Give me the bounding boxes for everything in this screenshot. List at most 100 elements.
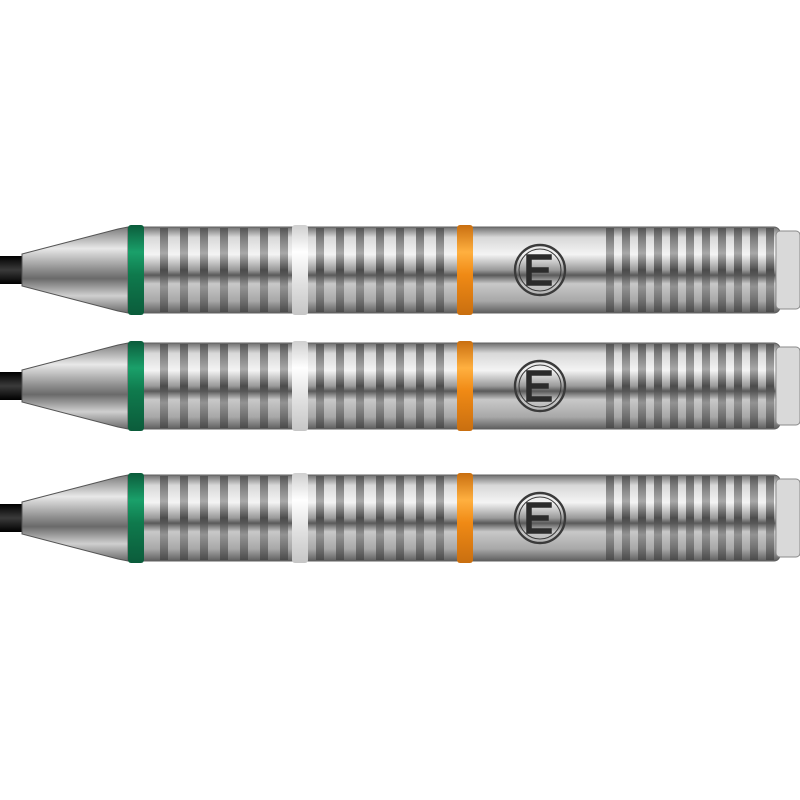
barrel-groove xyxy=(670,476,678,560)
barrel-groove xyxy=(396,476,404,560)
barrel-groove xyxy=(356,476,364,560)
barrel-groove xyxy=(606,476,614,560)
green-ring xyxy=(128,225,144,315)
barrel-groove xyxy=(654,476,662,560)
barrel-groove xyxy=(718,476,726,560)
barrel-groove xyxy=(766,344,774,428)
barrel-groove xyxy=(260,476,268,560)
barrel-groove xyxy=(160,344,168,428)
barrel-groove xyxy=(160,228,168,312)
barrel-groove xyxy=(718,344,726,428)
barrel-rear xyxy=(775,230,800,310)
dart-point xyxy=(0,256,24,284)
barrel-groove xyxy=(702,476,710,560)
barrel-groove xyxy=(280,228,288,312)
barrel-nose xyxy=(21,474,129,562)
barrel-groove xyxy=(734,476,742,560)
barrel-groove xyxy=(180,228,188,312)
barrel-groove xyxy=(416,476,424,560)
barrel-groove xyxy=(654,228,662,312)
white-ring xyxy=(292,225,308,315)
barrel-groove xyxy=(280,476,288,560)
white-ring xyxy=(292,473,308,563)
barrel-groove xyxy=(654,344,662,428)
barrel-groove xyxy=(750,344,758,428)
dart-barrel xyxy=(0,473,800,563)
barrel-nose xyxy=(21,342,129,430)
barrel-groove xyxy=(622,228,630,312)
green-ring xyxy=(128,473,144,563)
barrel-groove xyxy=(240,344,248,428)
dart-barrel xyxy=(0,341,800,431)
barrel-groove xyxy=(670,344,678,428)
barrel-groove xyxy=(734,228,742,312)
barrel-groove xyxy=(766,228,774,312)
orange-ring xyxy=(457,341,473,431)
barrel-groove xyxy=(316,228,324,312)
barrel-groove xyxy=(240,476,248,560)
barrel-rear xyxy=(775,478,800,558)
barrel-groove xyxy=(686,344,694,428)
barrel-groove xyxy=(200,344,208,428)
barrel-groove xyxy=(260,344,268,428)
barrel-groove xyxy=(220,344,228,428)
barrel-rear xyxy=(775,346,800,426)
barrel-groove xyxy=(336,228,344,312)
barrel-groove xyxy=(436,228,444,312)
barrel-groove xyxy=(240,228,248,312)
circular-e-logo-icon xyxy=(513,491,567,545)
barrel-groove xyxy=(606,344,614,428)
barrel-groove xyxy=(750,476,758,560)
barrel-groove xyxy=(220,228,228,312)
barrel-groove xyxy=(638,228,646,312)
barrel-groove xyxy=(416,228,424,312)
circular-e-logo-icon xyxy=(513,243,567,297)
orange-ring xyxy=(457,473,473,563)
barrel-groove xyxy=(356,228,364,312)
dart-barrel xyxy=(0,225,800,315)
barrel-groove xyxy=(436,476,444,560)
barrel-groove xyxy=(718,228,726,312)
barrel-groove xyxy=(180,344,188,428)
barrel-groove xyxy=(436,344,444,428)
barrel-groove xyxy=(316,476,324,560)
barrel-groove xyxy=(260,228,268,312)
barrel-groove xyxy=(316,344,324,428)
barrel-nose xyxy=(21,226,129,314)
green-ring xyxy=(128,341,144,431)
barrel-groove xyxy=(336,476,344,560)
barrel-groove xyxy=(336,344,344,428)
white-ring xyxy=(292,341,308,431)
barrel-groove xyxy=(622,476,630,560)
barrel-groove xyxy=(622,344,630,428)
barrel-groove xyxy=(702,344,710,428)
barrel-groove xyxy=(396,344,404,428)
barrel-groove xyxy=(734,344,742,428)
dart-point xyxy=(0,372,24,400)
barrel-groove xyxy=(702,228,710,312)
barrel-groove xyxy=(160,476,168,560)
barrel-groove xyxy=(220,476,228,560)
barrel-groove xyxy=(376,344,384,428)
barrel-groove xyxy=(686,228,694,312)
barrel-groove xyxy=(638,344,646,428)
barrel-groove xyxy=(180,476,188,560)
barrel-groove xyxy=(670,228,678,312)
orange-ring xyxy=(457,225,473,315)
barrel-groove xyxy=(396,228,404,312)
barrel-groove xyxy=(606,228,614,312)
barrels-group xyxy=(0,225,800,563)
barrel-groove xyxy=(416,344,424,428)
barrel-groove xyxy=(376,228,384,312)
barrel-groove xyxy=(750,228,758,312)
barrel-groove xyxy=(376,476,384,560)
barrel-groove xyxy=(280,344,288,428)
circular-e-logo-icon xyxy=(513,359,567,413)
barrel-groove xyxy=(200,476,208,560)
dart-point xyxy=(0,504,24,532)
barrel-groove xyxy=(356,344,364,428)
barrel-groove xyxy=(686,476,694,560)
barrel-groove xyxy=(200,228,208,312)
barrel-groove xyxy=(638,476,646,560)
